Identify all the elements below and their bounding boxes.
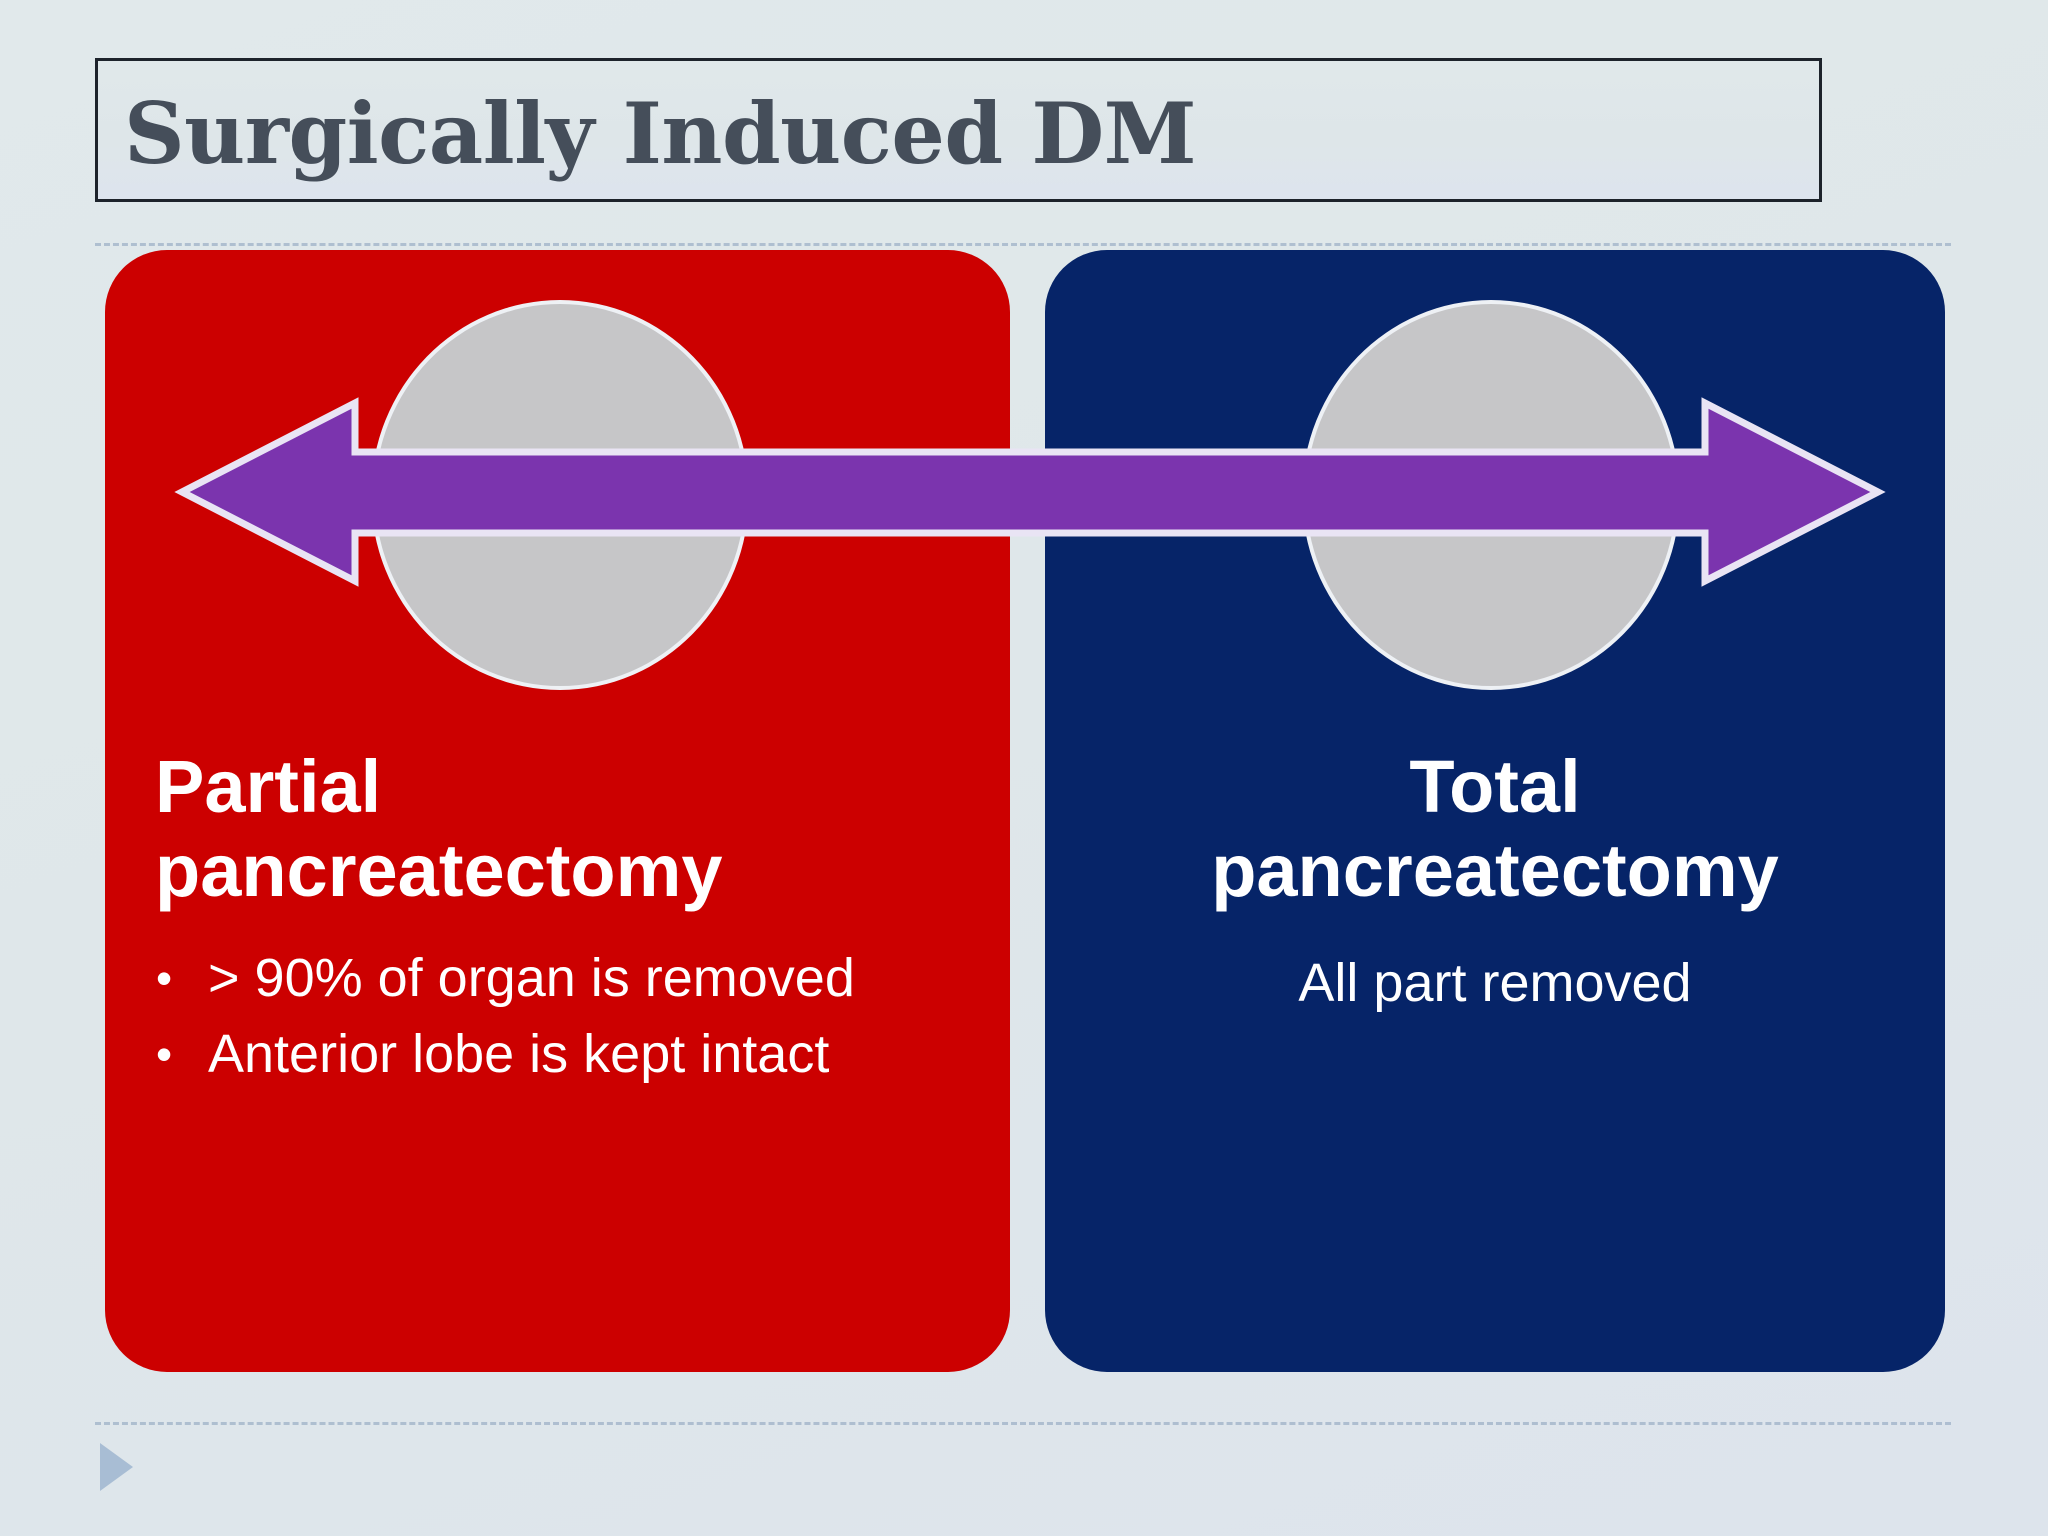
divider-top (95, 243, 1951, 246)
double-arrow-icon (160, 395, 1900, 590)
card-partial-bullet-list: > 90% of organ is removed Anterior lobe … (150, 940, 980, 1092)
play-triangle-icon[interactable] (100, 1443, 133, 1491)
card-partial-heading-line1: Partial (155, 745, 382, 828)
divider-bottom (95, 1422, 1951, 1425)
card-total-heading-line1: Total (1409, 745, 1581, 828)
list-item: Anterior lobe is kept intact (150, 1016, 980, 1092)
title-box (95, 58, 1822, 202)
card-partial-heading: Partial pancreatectomy (155, 745, 975, 913)
card-partial-heading-line2: pancreatectomy (155, 829, 723, 912)
page-title: Surgically Induced DM (124, 84, 1197, 183)
list-item: > 90% of organ is removed (150, 940, 980, 1016)
card-total-subtitle: All part removed (1298, 953, 1692, 1013)
card-total-heading: Total pancreatectomy (1060, 745, 1930, 913)
card-total-heading-line2: pancreatectomy (1211, 829, 1779, 912)
